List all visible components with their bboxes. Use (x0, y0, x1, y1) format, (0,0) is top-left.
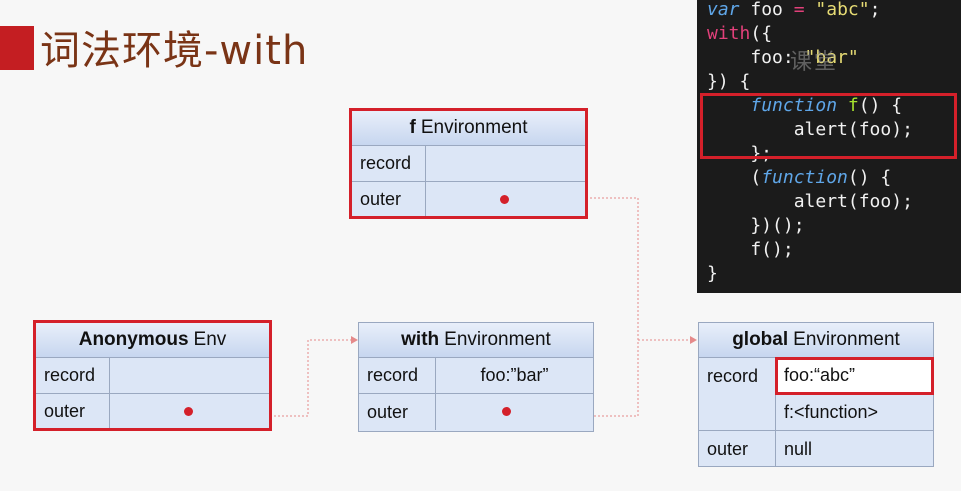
anon-env-outer-value (110, 394, 269, 429)
anon-env-record-value (110, 358, 269, 393)
code-line: (function() { (707, 166, 913, 190)
global-env-name: global (732, 329, 789, 350)
code-line: } (707, 262, 913, 286)
slide-title: 词法环境-with (40, 28, 309, 74)
global-env-outer-label: outer (699, 431, 776, 467)
code-token: })(); (707, 215, 805, 236)
code-token: = (793, 0, 805, 20)
code-token: foo (739, 0, 794, 20)
code-token: ; (869, 0, 881, 20)
with-env-record-label: record (359, 358, 436, 393)
global-env-record-row: record foo:“abc” f:<function> (699, 357, 934, 431)
anon-env-name-rest: Env (193, 329, 227, 350)
anon-env-outer-label: outer (36, 394, 110, 429)
f-env-name-rest: Environment (420, 117, 528, 138)
f-env-outer-row: outer (352, 182, 585, 217)
code-highlight-box (700, 93, 957, 159)
global-env-name-rest: Environment (793, 329, 900, 350)
with-outer-pointer-dot (502, 407, 511, 416)
anon-outer-pointer-dot (184, 407, 193, 416)
global-env-foo-entry: foo:“abc” (775, 357, 934, 395)
code-token: "abc" (815, 0, 870, 20)
f-env-record-row: record (352, 146, 585, 182)
global-env-record-label: record (699, 358, 776, 430)
f-env-outer-value (426, 182, 585, 217)
f-to-global-line (506, 197, 639, 340)
code-line: }) { (707, 70, 913, 94)
code-token: alert(foo); (707, 119, 913, 140)
watermark: 课堂 (790, 50, 839, 75)
code-line: function f() { (707, 94, 913, 118)
code-token: ( (707, 167, 762, 188)
f-outer-pointer-dot (500, 195, 509, 204)
code-panel: var foo = "abc";with({ foo: "bar"}) { fu… (697, 0, 961, 293)
code-token: () { (858, 95, 903, 116)
arrow-to-with (351, 336, 358, 344)
code-token: }) { (707, 71, 751, 92)
global-env-f-entry: f:<function> (784, 401, 879, 422)
code-token: alert(foo); (707, 191, 913, 212)
code-token: function (761, 167, 848, 188)
code-token: ({ (750, 23, 773, 44)
f-env-outer-label: outer (352, 182, 426, 217)
code-token: () { (847, 167, 892, 188)
anon-env-record-label: record (36, 358, 110, 393)
code-token: foo: (707, 47, 805, 68)
code-line: alert(foo); (707, 190, 913, 214)
code-line: alert(foo); (707, 118, 913, 142)
code-token: f (847, 95, 859, 116)
anon-env-record-row: record (36, 358, 269, 394)
global-env-outer-value: null (784, 438, 813, 459)
code-line: f(); (707, 238, 913, 262)
code-token: with (707, 23, 751, 44)
global-env-outer-row: outer null (699, 431, 933, 467)
code-line: foo: "bar" (707, 46, 913, 70)
with-env-name-rest: Environment (444, 329, 551, 350)
global-env-record-values: foo:“abc” f:<function> (775, 357, 934, 430)
with-env-outer-row: outer (359, 394, 593, 430)
f-env-record-label: record (352, 146, 426, 181)
with-env-record-value: foo:”bar” (480, 365, 549, 385)
with-env-outer-label: outer (359, 394, 436, 430)
f-env-name: f (409, 117, 416, 138)
with-env-name: with (401, 329, 440, 350)
f-env-record-value (426, 146, 585, 181)
code-token: var (707, 0, 740, 20)
code-token: function (750, 95, 838, 116)
code-line: with({ (707, 22, 913, 46)
code-block: var foo = "abc";with({ foo: "bar"}) { fu… (707, 0, 913, 286)
anon-env-outer-row: outer (36, 394, 269, 429)
arrow-to-global (690, 336, 697, 344)
code-token: f(); (707, 239, 794, 260)
anon-to-with-line (190, 339, 356, 417)
anon-env-name: Anonymous (78, 329, 189, 350)
code-line: var foo = "abc"; (707, 0, 913, 22)
with-env-record-row: record foo:”bar” (359, 358, 593, 394)
code-token: "bar" (804, 47, 859, 68)
with-env-outer-value (436, 394, 593, 430)
title-accent-bar (0, 26, 34, 70)
code-token: } (707, 263, 718, 284)
code-line: })(); (707, 214, 913, 238)
